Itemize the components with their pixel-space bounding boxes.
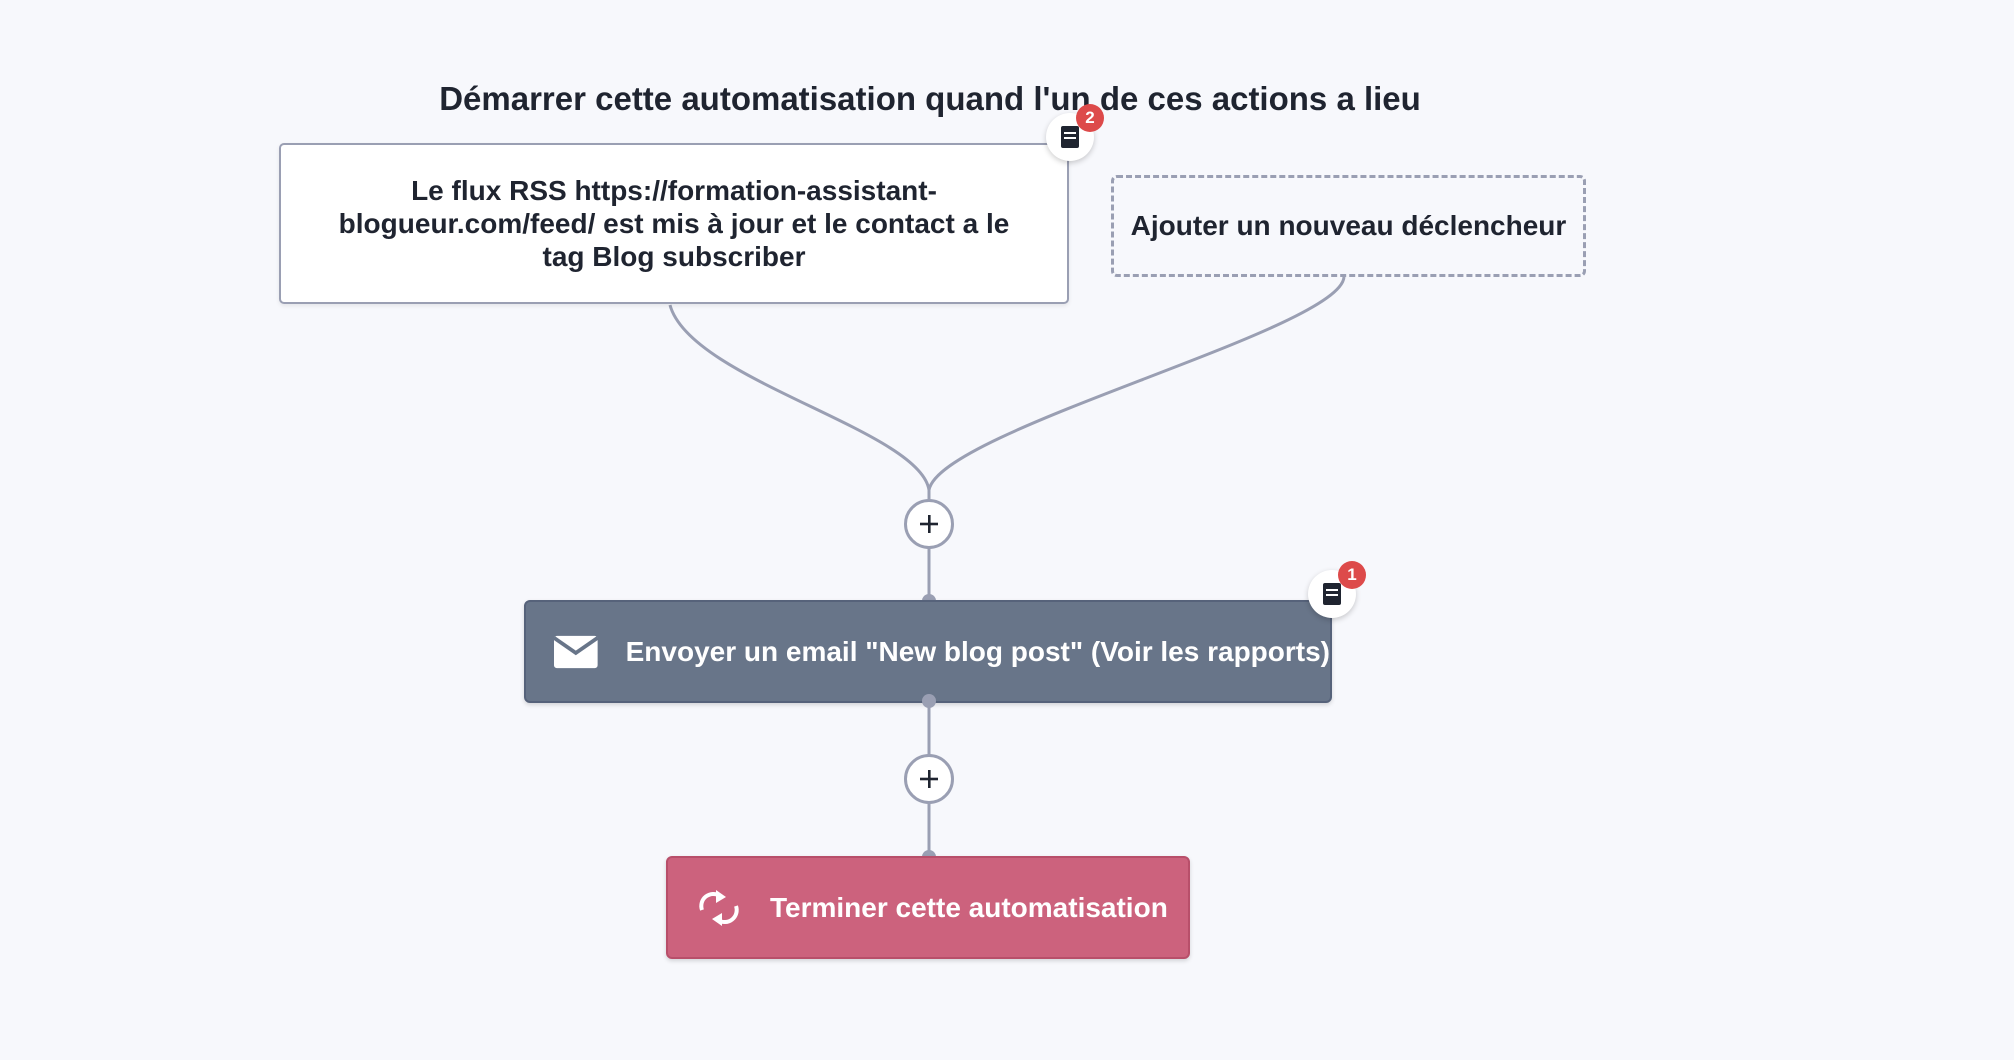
plus-icon	[920, 770, 938, 788]
action-notes-count: 1	[1338, 561, 1366, 589]
plus-icon	[920, 515, 938, 533]
add-trigger-button[interactable]: Ajouter un nouveau déclencheur	[1111, 175, 1586, 277]
trigger-text: Le flux RSS https://formation-assistant-…	[338, 175, 1010, 272]
send-email-action[interactable]: Envoyer un email "New blog post" (Voir l…	[524, 600, 1332, 703]
send-email-label: Envoyer un email "New blog post" (Voir l…	[625, 635, 1330, 667]
connector-add-trigger-to-merge	[927, 276, 1346, 491]
end-automation-action[interactable]: Terminer cette automatisation	[666, 856, 1190, 959]
end-automation-label: Terminer cette automatisation	[770, 891, 1168, 923]
refresh-arrows-icon	[699, 889, 739, 926]
add-step-button-1[interactable]	[904, 499, 954, 549]
note-icon	[1323, 583, 1341, 605]
envelope-icon	[554, 635, 598, 668]
connector-trigger-to-merge	[668, 304, 931, 491]
add-step-button-2[interactable]	[904, 754, 954, 804]
connector-dot	[922, 694, 936, 708]
trigger-notes-count: 2	[1076, 104, 1104, 132]
page-title: Démarrer cette automatisation quand l'un…	[439, 80, 1421, 117]
trigger-notes-badge[interactable]: 2	[1046, 104, 1104, 161]
note-icon	[1061, 126, 1079, 148]
action-notes-badge[interactable]: 1	[1308, 561, 1366, 618]
add-trigger-label: Ajouter un nouveau déclencheur	[1130, 210, 1567, 241]
trigger-node[interactable]: Le flux RSS https://formation-assistant-…	[279, 143, 1069, 304]
